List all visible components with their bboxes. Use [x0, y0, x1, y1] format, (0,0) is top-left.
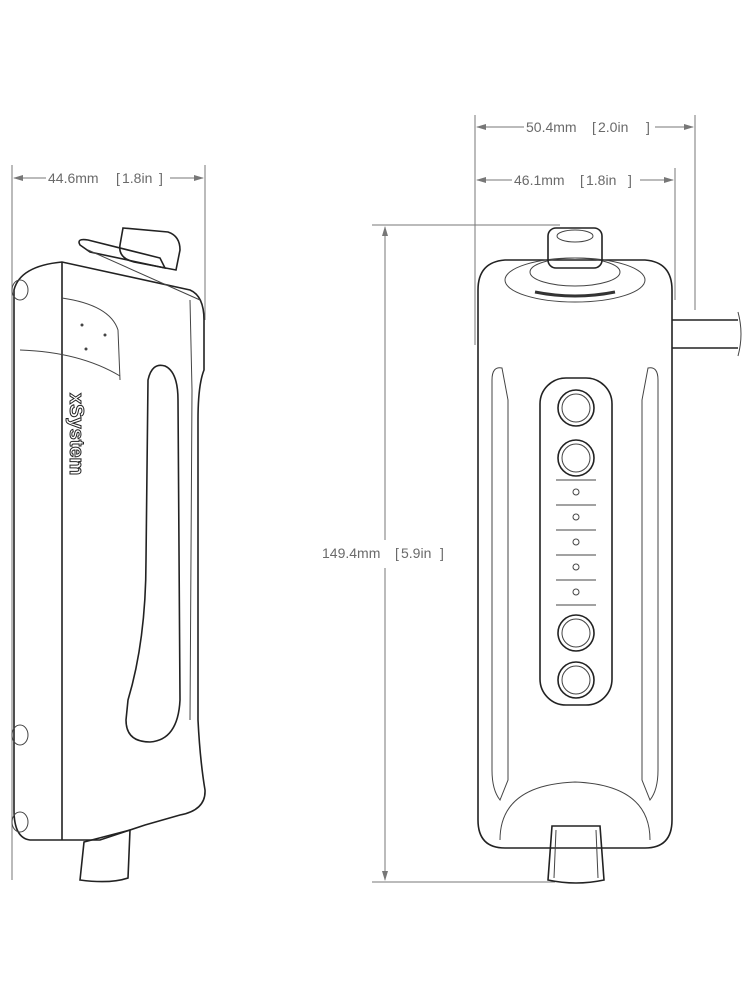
svg-text:]: ]: [440, 545, 444, 561]
indicator-led: [572, 488, 580, 496]
indicator-led: [572, 588, 580, 596]
front-view: 50.4mm [ 2.0in ] 46.1mm [ 1.8in ] 149.4m…: [322, 115, 742, 884]
brand-label: xSystem: [65, 393, 87, 475]
body-width-mm: 46.1mm: [514, 172, 565, 188]
front-top-connector: [504, 227, 646, 303]
indicator-led: [572, 538, 580, 546]
side-width-mm: 44.6mm: [48, 170, 99, 186]
body-width-in: 1.8in: [586, 172, 616, 188]
side-bottom-connector: [79, 828, 131, 883]
indicator-led: [572, 563, 580, 571]
svg-text:[: [: [395, 545, 399, 561]
svg-text:]: ]: [628, 172, 632, 188]
overall-width-mm: 50.4mm: [526, 119, 577, 135]
side-body-outline: xSystem: [11, 261, 206, 841]
side-width-in: 1.8in: [122, 170, 152, 186]
svg-text:[: [: [116, 170, 120, 186]
control-button-4[interactable]: [557, 661, 595, 699]
side-view: 44.6mm [ 1.8in ] xSystem: [11, 165, 206, 883]
overall-width-in: 2.0in: [598, 119, 628, 135]
svg-text:[: [: [592, 119, 596, 135]
indicator-leds: [556, 479, 596, 606]
control-button-2[interactable]: [557, 439, 595, 477]
front-bottom-connector: [547, 825, 605, 884]
svg-text:[: [: [580, 172, 584, 188]
button-panel: [539, 377, 613, 706]
front-dimensions: 50.4mm [ 2.0in ] 46.1mm [ 1.8in ] 149.4m…: [322, 115, 696, 883]
control-button-3[interactable]: [557, 614, 595, 652]
indicator-led: [572, 513, 580, 521]
svg-text:]: ]: [646, 119, 650, 135]
height-mm: 149.4mm: [322, 545, 380, 561]
side-top-connector: [78, 227, 201, 301]
front-body-outline: [477, 259, 742, 849]
side-width-dimension: 44.6mm [ 1.8in ]: [11, 165, 206, 880]
control-button-1[interactable]: [557, 389, 595, 427]
svg-text:]: ]: [159, 170, 163, 186]
height-in: 5.9in: [401, 545, 431, 561]
